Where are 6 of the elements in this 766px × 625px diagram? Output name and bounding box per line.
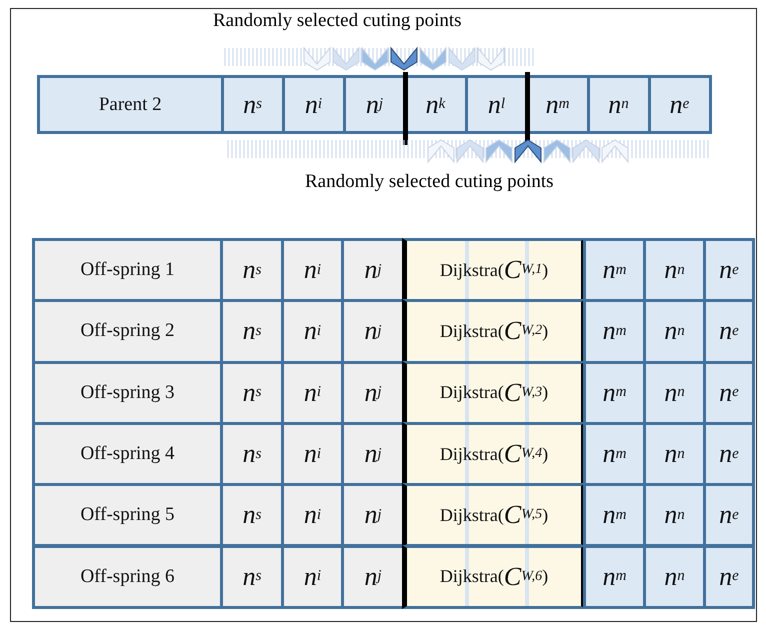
row-header-cell: Off-spring 6 xyxy=(32,544,223,609)
row-header-cell: Parent 2 xyxy=(37,75,224,134)
row-header-cell: Off-spring 5 xyxy=(32,483,223,548)
caption-text: Randomly selected cuting points xyxy=(305,171,554,193)
row-header-cell: Off-spring 2 xyxy=(32,299,223,364)
caption-text: Randomly selected cuting points xyxy=(213,10,462,32)
